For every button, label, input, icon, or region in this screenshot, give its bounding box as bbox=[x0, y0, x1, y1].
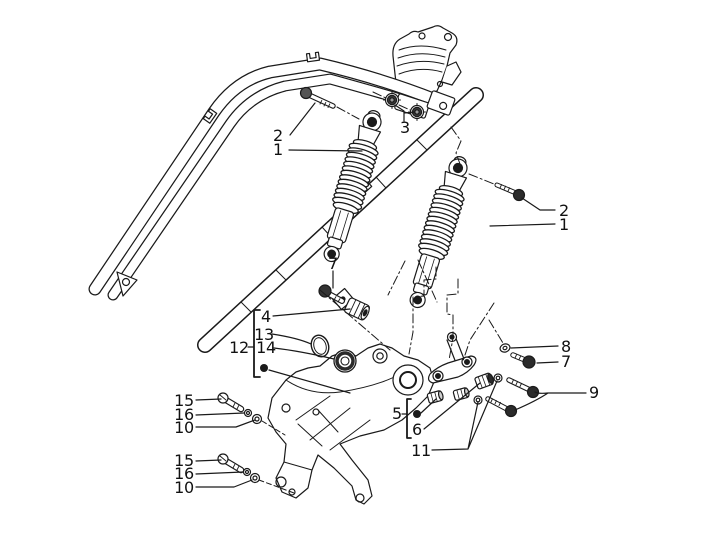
callout-12: 12 bbox=[229, 338, 249, 357]
callout-14: 14 bbox=[256, 338, 276, 357]
shock-absorber-right bbox=[400, 151, 477, 313]
callout-6: 6 bbox=[412, 420, 422, 439]
group-brackets bbox=[253, 309, 412, 439]
callout-10-lower: 10 bbox=[174, 478, 194, 497]
assembly-dots bbox=[260, 364, 421, 418]
link-bolt bbox=[485, 396, 518, 418]
callout-7-left: 7 bbox=[328, 254, 338, 273]
callout-15-upper: 15 bbox=[174, 391, 194, 410]
link-bushing bbox=[474, 372, 495, 390]
link-washers bbox=[473, 373, 503, 405]
callout-5: 5 bbox=[392, 404, 402, 423]
link-bolt bbox=[506, 377, 540, 399]
frame-gusset bbox=[116, 271, 138, 297]
callout-15-lower: 15 bbox=[174, 451, 194, 470]
support-washer bbox=[251, 413, 263, 425]
support-bolt bbox=[217, 392, 245, 413]
callout-11: 11 bbox=[411, 441, 431, 460]
lower-shock-bolt-right bbox=[510, 352, 536, 369]
support-small-washer bbox=[242, 467, 252, 477]
engine-mount-bracket bbox=[392, 25, 462, 95]
shock-bushing bbox=[344, 297, 370, 321]
dog-bone-link bbox=[427, 355, 477, 384]
callout-3: 3 bbox=[400, 118, 410, 137]
callout-9: 9 bbox=[589, 383, 599, 402]
leader-lines bbox=[195, 102, 587, 488]
swing-arm-bracket-casting bbox=[267, 343, 435, 505]
upper-mount-bolt-right bbox=[494, 182, 526, 202]
callout-1-left: 1 bbox=[273, 140, 283, 159]
callout-2-upper-left: 2 bbox=[273, 126, 283, 145]
callout-7-right: 7 bbox=[561, 352, 571, 371]
callout-10-upper: 10 bbox=[174, 418, 194, 437]
support-bolt bbox=[217, 453, 245, 474]
washer-right bbox=[499, 343, 511, 353]
seal-bearing bbox=[333, 349, 357, 373]
callout-8: 8 bbox=[561, 337, 571, 356]
callout-16-upper: 16 bbox=[174, 405, 194, 424]
callout-2-upper-right: 2 bbox=[559, 201, 569, 220]
support-small-washer bbox=[243, 408, 253, 418]
lower-shock-bolt-left bbox=[318, 284, 345, 304]
o-ring bbox=[310, 334, 330, 358]
callout-1-right: 1 bbox=[559, 215, 569, 234]
callout-16-lower: 16 bbox=[174, 464, 194, 483]
mount-nut bbox=[383, 91, 426, 121]
hidden-edge-lines bbox=[258, 420, 295, 494]
callout-13: 13 bbox=[254, 325, 274, 344]
phantom-lines bbox=[319, 91, 504, 362]
upper-mount-bolt-left bbox=[299, 86, 336, 109]
support-washer bbox=[249, 472, 261, 484]
callout-4: 4 bbox=[261, 307, 271, 326]
